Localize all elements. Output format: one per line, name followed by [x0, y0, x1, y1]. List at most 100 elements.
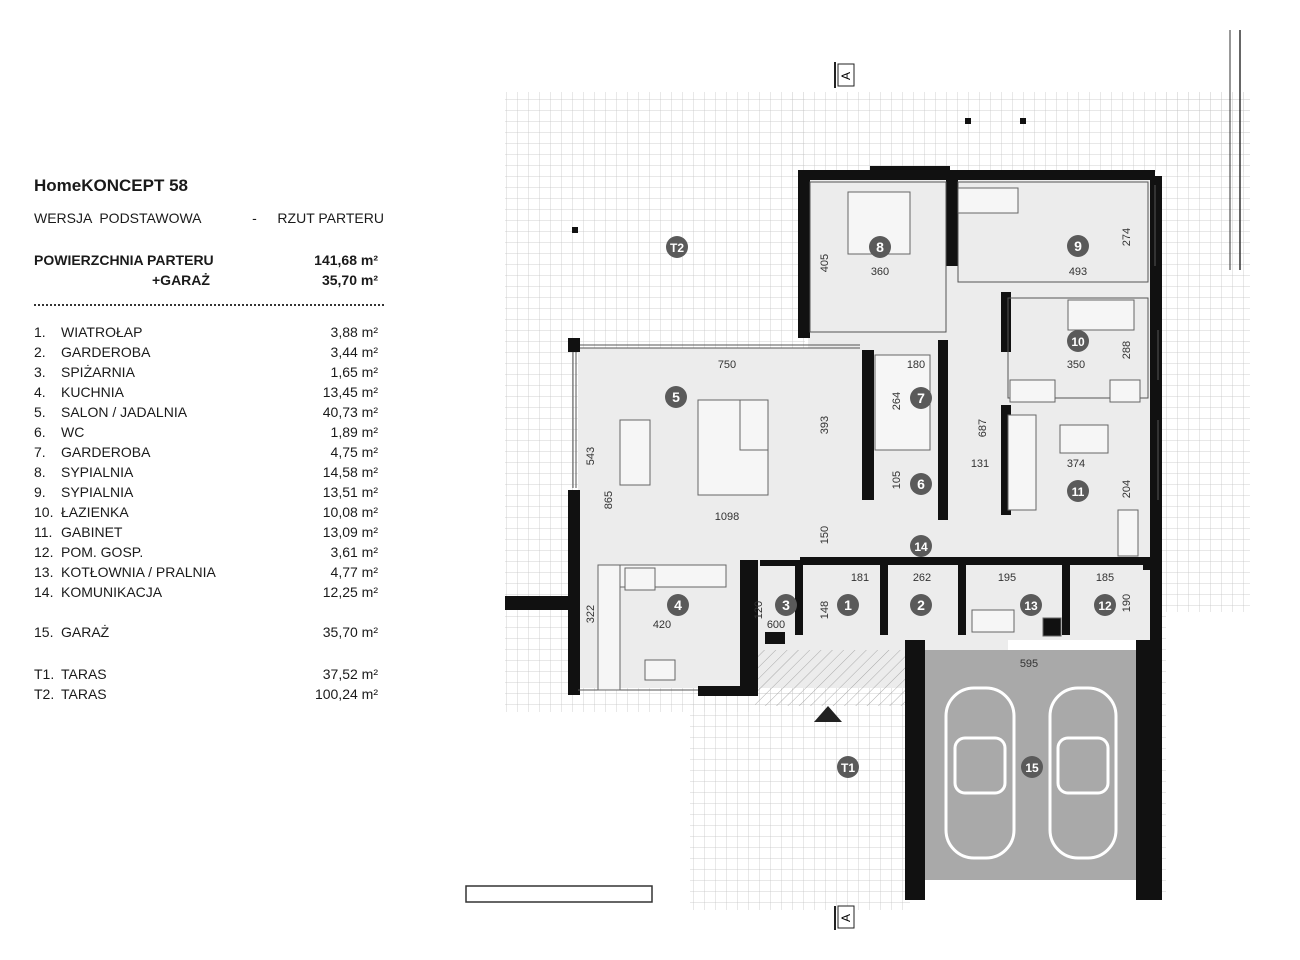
dimension-label: 1098 [715, 511, 739, 523]
dimension-label: 374 [1067, 458, 1085, 470]
terrace-name: TARAS [61, 666, 107, 682]
dimension-label: 264 [891, 392, 903, 410]
version-separator: - [252, 210, 257, 226]
room-number: 9. [34, 484, 46, 500]
room-number: 7. [34, 444, 46, 460]
room-area: 4,77 m² [330, 564, 378, 580]
garage-room-row: 15.GARAŻ 35,70 m² [34, 624, 378, 640]
room-name: KOTŁOWNIA / PRALNIA [61, 564, 216, 580]
dimension-label: 180 [907, 359, 925, 371]
room-area: 40,73 m² [322, 404, 378, 420]
room-marker-label: T2 [670, 241, 684, 255]
room-marker: 13 [1020, 594, 1042, 616]
dimension-label: 600 [767, 619, 785, 631]
room-number: 2. [34, 344, 46, 360]
room-row: 13. KOTŁOWNIA / PRALNIA 4,77 m² [34, 562, 384, 582]
room-number: 10. [34, 504, 54, 520]
project-title: HomeKONCEPT 58 [34, 176, 188, 195]
dimension-label: 148 [819, 601, 831, 619]
room-marker: 3 [775, 594, 797, 616]
room-marker: 4 [667, 594, 689, 616]
room-area: 10,08 m² [322, 504, 378, 520]
terrace-name: TARAS [61, 686, 107, 702]
room-area: 13,09 m² [322, 524, 378, 540]
car-left [944, 686, 1016, 860]
room-marker-label: 1 [844, 597, 852, 613]
room-area: 3,88 m² [330, 324, 378, 340]
room-name: SYPIALNIA [61, 484, 134, 500]
floor-area-value: 141,68 m² [314, 252, 378, 268]
room-marker-label: 10 [1071, 335, 1085, 349]
room-marker: 7 [910, 387, 932, 409]
room-row: 2. GARDEROBA 3,44 m² [34, 342, 384, 362]
dimension-label: 150 [819, 526, 831, 544]
dimension-label: 262 [913, 572, 931, 584]
dimension-label: 181 [851, 572, 869, 584]
svg-text:A: A [839, 914, 853, 922]
room-area: 13,51 m² [322, 484, 378, 500]
room-marker: 12 [1094, 594, 1116, 616]
room-name: SPIŻARNIA [61, 364, 135, 380]
room-marker: 1 [837, 594, 859, 616]
dimension-label: 131 [971, 458, 989, 470]
dimension-label: 420 [653, 619, 671, 631]
room-marker-label: 7 [917, 390, 925, 406]
room-number: 8. [34, 464, 46, 480]
dimension-label: 105 [891, 471, 903, 489]
room-marker: T1 [837, 756, 859, 778]
terrace-right-lower [1160, 600, 1166, 900]
room-area: 13,45 m² [322, 384, 378, 400]
room-name: KUCHNIA [61, 384, 125, 400]
dimension-label: 595 [1020, 658, 1038, 670]
room-marker: T2 [666, 236, 688, 258]
room-marker-label: 14 [914, 540, 928, 554]
room-marker: 15 [1021, 756, 1043, 778]
terrace-number: T2. [34, 686, 55, 702]
dimension-label: 274 [1121, 228, 1133, 246]
version-label: WERSJA PODSTAWOWA [34, 210, 202, 226]
section-marker-bottom: A [834, 905, 855, 930]
garage-area-value: 35,70 m² [321, 272, 378, 288]
room-number: 1. [34, 324, 46, 340]
room-marker-label: 2 [917, 597, 925, 613]
terrace-area: 100,24 m² [314, 686, 378, 702]
dimension-label: 322 [585, 605, 597, 623]
room-number: 5. [34, 404, 46, 420]
dimension-label: 195 [998, 572, 1016, 584]
section-marker-top: A [834, 62, 855, 88]
room-name: GARDEROBA [61, 344, 151, 360]
room-marker: 14 [910, 535, 932, 557]
room-marker: 5 [665, 386, 687, 408]
car-right [1048, 686, 1118, 860]
room-name: SYPIALNIA [61, 464, 134, 480]
room-number: 13. [34, 564, 54, 580]
room-marker: 6 [910, 473, 932, 495]
garage-area-label: +GARAŻ [152, 272, 210, 288]
room-number: 12. [34, 544, 54, 560]
room-area: 3,44 m² [330, 344, 378, 360]
room-marker: 9 [1067, 235, 1089, 257]
dimension-label: 865 [603, 491, 615, 509]
window-lines [572, 181, 1159, 691]
room-area: 1,89 m² [330, 424, 378, 440]
room-name: POM. GOSP. [61, 544, 144, 560]
room-marker: 8 [869, 236, 891, 258]
terrace-row: T2. TARAS 100,24 m² [34, 684, 384, 704]
room-marker-label: 3 [782, 597, 790, 613]
room-area: 3,61 m² [330, 544, 378, 560]
room-marker-label: 11 [1072, 485, 1085, 499]
room-number: 11. [34, 524, 53, 540]
porch-hatch [755, 650, 910, 706]
